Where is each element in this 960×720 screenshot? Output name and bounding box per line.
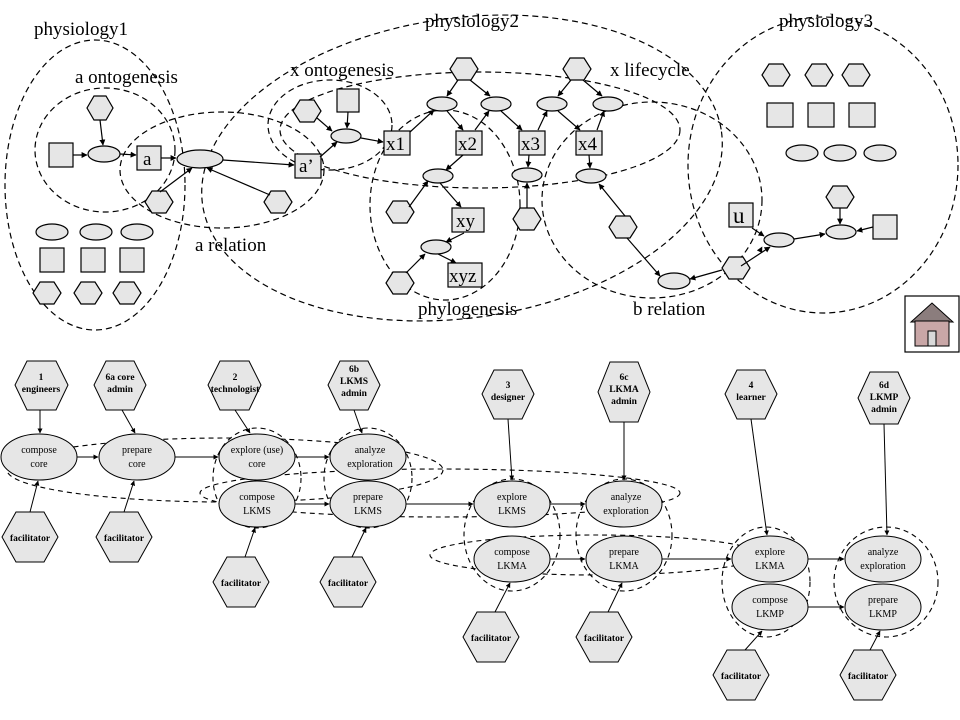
node-label-xy: xy <box>456 211 476 232</box>
region-x-ontogenesis <box>267 79 393 171</box>
node-label-xyz: xyz <box>449 266 476 287</box>
node-label-x4: x4 <box>578 134 598 155</box>
svg-text:facilitator: facilitator <box>848 672 889 682</box>
label-phylogenesis: phylogenesis <box>418 299 517 320</box>
node-label-x1: x1 <box>386 134 405 155</box>
region-lkms <box>199 468 681 518</box>
svg-text:facilitator: facilitator <box>721 672 762 682</box>
house-icon <box>909 302 955 347</box>
hexagon-node <box>86 95 114 121</box>
node-box-xyz <box>447 262 483 288</box>
label-physiology2: physiology2 <box>425 11 519 32</box>
oval-node <box>87 145 121 163</box>
node-label-a: a <box>143 149 152 170</box>
svg-text:facilitator: facilitator <box>584 634 625 644</box>
region-x-lifecycle <box>279 71 681 189</box>
node-box-x3 <box>518 130 546 156</box>
node-box-x4 <box>575 130 603 156</box>
node-label-x3: x3 <box>521 134 540 155</box>
svg-text:explore (use)core: explore (use)core <box>231 445 283 470</box>
region-a-ontogenesis <box>34 87 176 213</box>
svg-text:facilitator: facilitator <box>10 534 51 544</box>
label-b-relation: b relation <box>633 299 706 320</box>
region-physiology2 <box>201 14 723 322</box>
node-box-x1 <box>383 130 411 156</box>
node-box-x2 <box>455 130 483 156</box>
node-box-a <box>136 145 162 171</box>
facilitators <box>1 511 897 701</box>
node-box-a-prime <box>294 153 322 179</box>
label-physiology1: physiology1 <box>34 19 128 40</box>
region-core <box>6 437 444 503</box>
label-x-ontogenesis: x ontogenesis <box>290 60 394 81</box>
region-physiology3 <box>687 16 959 314</box>
label-a-relation: a relation <box>195 235 267 256</box>
top-labels: physiology1 physiology2 physiology3 a on… <box>34 11 873 320</box>
svg-text:facilitator: facilitator <box>104 534 145 544</box>
node-label-a-prime: a’ <box>299 156 314 177</box>
roles <box>14 360 911 425</box>
node-label-u: u <box>733 203 745 228</box>
label-physiology3: physiology3 <box>779 11 873 32</box>
svg-text:facilitator: facilitator <box>471 634 512 644</box>
square-node <box>48 142 74 168</box>
activities <box>0 433 922 631</box>
bottom-arrows <box>29 409 890 651</box>
svg-text:facilitator: facilitator <box>221 579 262 589</box>
facilitator-labels: facilitator facilitator facilitator faci… <box>10 534 889 682</box>
label-a-ontogenesis: a ontogenesis <box>75 67 178 88</box>
node-label-x2: x2 <box>458 134 477 155</box>
home-button[interactable] <box>904 295 960 353</box>
top-diagram <box>4 14 959 331</box>
label-x-lifecycle: x lifecycle <box>610 60 690 81</box>
bottom-diagram <box>6 427 939 638</box>
region-physiology1 <box>4 39 186 331</box>
node-box-xy <box>451 207 485 233</box>
region-b-relation <box>541 101 763 299</box>
node-box-u <box>728 202 754 228</box>
svg-text:facilitator: facilitator <box>328 579 369 589</box>
